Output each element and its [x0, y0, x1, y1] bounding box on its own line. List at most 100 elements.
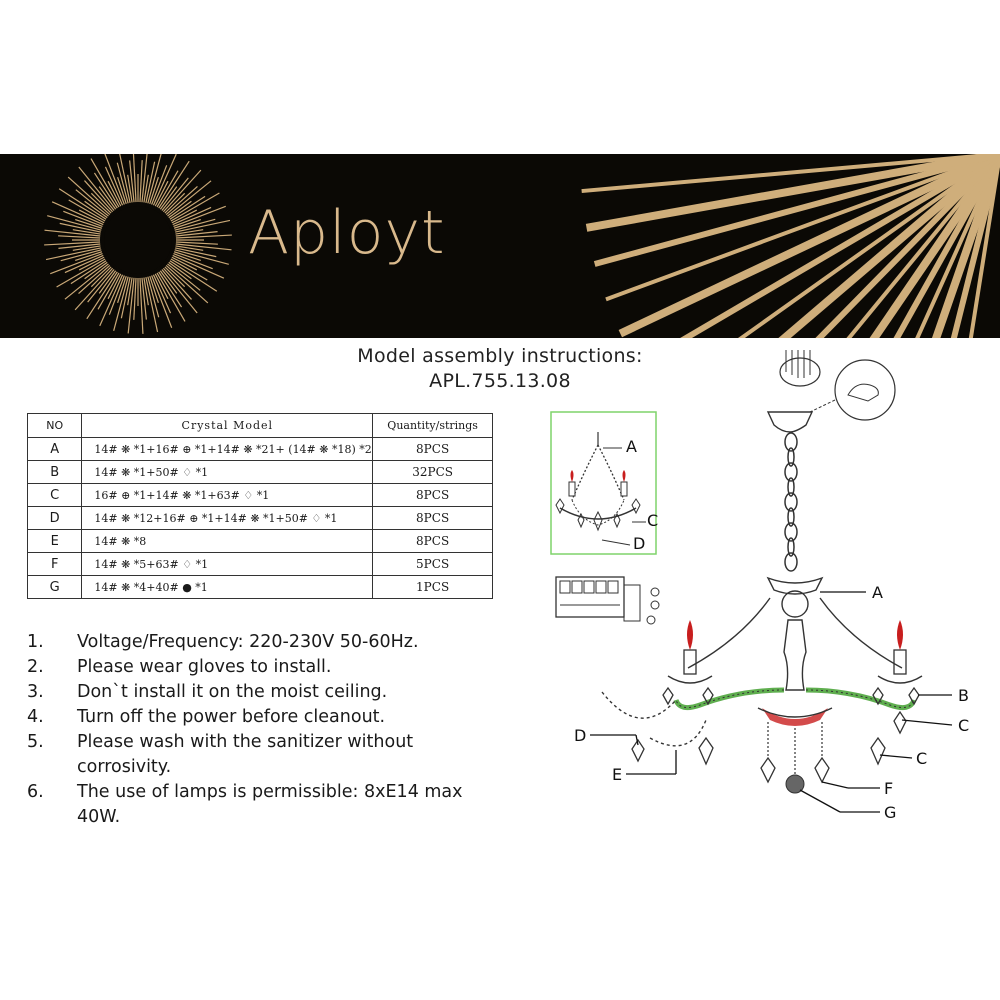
sunburst-ray	[158, 160, 190, 209]
row-no: C	[26, 483, 83, 507]
sunburst-ray	[161, 269, 198, 314]
row-qty: 8PCS	[372, 506, 493, 530]
sunburst-ray	[127, 174, 133, 203]
table-row: A 14# ❋ *1+16# ⊕ *1+14# ❋ *21+ (14# ❋ *1…	[26, 437, 493, 461]
callout-e: E	[612, 765, 622, 784]
note-text: Turn off the power before cleanout.	[77, 707, 386, 727]
safety-notes-list: 1.Voltage/Frequency: 220-230V 50-60Hz. 2…	[27, 630, 497, 830]
sunburst-ray	[44, 229, 101, 237]
list-item: 2.Please wear gloves to install.	[27, 655, 497, 680]
sunburst-ray	[159, 270, 178, 294]
sunburst-ray	[139, 160, 143, 203]
sunburst-ray	[58, 188, 107, 220]
brand-banner	[0, 154, 1000, 338]
sunburst-ray	[173, 251, 201, 261]
corner-light-ray	[846, 154, 1000, 338]
sunburst-ray	[67, 176, 111, 216]
sunburst-ray	[84, 180, 114, 213]
table-header-row: NO Crystal Model Quantity/strings	[26, 413, 493, 438]
sunburst-ray	[78, 264, 111, 294]
sunburst-ray	[129, 160, 135, 203]
row-qty: 8PCS	[372, 483, 493, 507]
callout-c-lower: C	[916, 749, 927, 768]
chain-link	[784, 492, 798, 512]
sunburst-ray	[86, 271, 118, 320]
sunburst-ray	[172, 254, 225, 279]
sunburst-ray	[171, 256, 198, 271]
note-number: 2.	[27, 657, 44, 677]
sunburst-ray	[175, 241, 218, 245]
inset-callout-d: D	[633, 534, 645, 553]
sunburst-ray	[108, 275, 125, 315]
brand-logo: Aployt	[248, 198, 446, 268]
chain-link	[784, 432, 798, 452]
table-row: E 14# ❋ *8 8PCS	[26, 529, 493, 553]
sunburst-ray	[156, 170, 179, 208]
corner-light-ray	[680, 154, 1000, 338]
row-model: 14# ❋ *1+16# ⊕ *1+14# ❋ *21+ (14# ❋ *18)…	[81, 437, 374, 461]
chain-link	[784, 522, 798, 542]
sunburst-ray	[58, 235, 101, 239]
list-item: 1.Voltage/Frequency: 220-230V 50-60Hz.	[27, 630, 497, 655]
sunburst-ray	[74, 267, 114, 311]
callout-leader-lines	[590, 591, 953, 813]
sunburst-ray	[141, 154, 148, 203]
corner-light-ray	[618, 154, 1000, 338]
sunburst-ray	[175, 247, 217, 258]
note-number: 5.	[27, 732, 44, 752]
sunburst-ray	[147, 276, 160, 318]
callout-f: F	[884, 779, 893, 798]
sunburst-ray	[84, 200, 108, 219]
chain-link	[784, 462, 798, 482]
banner-sunburst-graphic	[44, 154, 1000, 338]
sunburst-ray	[99, 274, 124, 327]
sunburst-ray	[90, 192, 112, 214]
sunburst-ray	[45, 247, 101, 261]
corner-light-ray	[915, 154, 1000, 338]
sunburst-ray	[44, 241, 101, 246]
row-qty: 8PCS	[372, 529, 493, 553]
sunburst-ray	[169, 195, 206, 220]
inset-overview-drawing: A C D	[550, 411, 658, 555]
sunburst-ray	[175, 245, 204, 251]
note-text: Please wash with the sanitizer without c…	[77, 732, 414, 777]
sunburst-ray	[165, 264, 209, 304]
sunburst-ray	[170, 192, 220, 222]
sunburst-ray	[127, 277, 133, 306]
chain-link	[787, 537, 795, 557]
sunburst-ray	[162, 267, 192, 300]
sunburst-ray	[93, 172, 118, 209]
chain-link	[784, 552, 798, 572]
row-model: 14# ❋ *1+50# ♢ *1	[81, 460, 374, 484]
sunburst-ray	[70, 260, 107, 285]
sunburst-ray	[75, 189, 109, 217]
sunburst-ray	[143, 277, 149, 306]
sunburst-ray	[64, 263, 109, 300]
sunburst-ray	[143, 174, 149, 203]
note-number: 6.	[27, 782, 44, 802]
sunburst-ray	[104, 166, 124, 206]
sunburst-ray	[78, 166, 115, 211]
sunburst-ray	[174, 249, 229, 265]
note-number: 3.	[27, 682, 44, 702]
corner-light-ray	[950, 154, 1000, 338]
sunburst-ray	[84, 261, 108, 280]
table-row: C 16# ⊕ *1+14# ❋ *1+63# ♢ *1 8PCS	[26, 483, 493, 507]
sunburst-ray	[162, 169, 202, 213]
sunburst-ray	[78, 256, 105, 271]
sunburst-ray	[172, 206, 212, 226]
sunburst-ray	[87, 269, 115, 303]
corner-light-ray	[581, 154, 1000, 194]
sunburst-ray	[51, 201, 104, 226]
row-qty: 8PCS	[372, 437, 493, 461]
sunburst-ray	[47, 215, 102, 231]
sunburst-ray	[133, 277, 137, 320]
corner-light-ray	[585, 154, 1000, 232]
row-no: A	[26, 437, 83, 461]
sunburst-ray	[139, 277, 144, 334]
sunburst-ray	[98, 270, 117, 294]
sunburst-ray	[145, 277, 159, 333]
sunburst-ray	[56, 258, 106, 288]
sunburst-ray	[168, 261, 192, 280]
note-text: The use of lamps is permissible: 8xE14 m…	[77, 782, 463, 827]
